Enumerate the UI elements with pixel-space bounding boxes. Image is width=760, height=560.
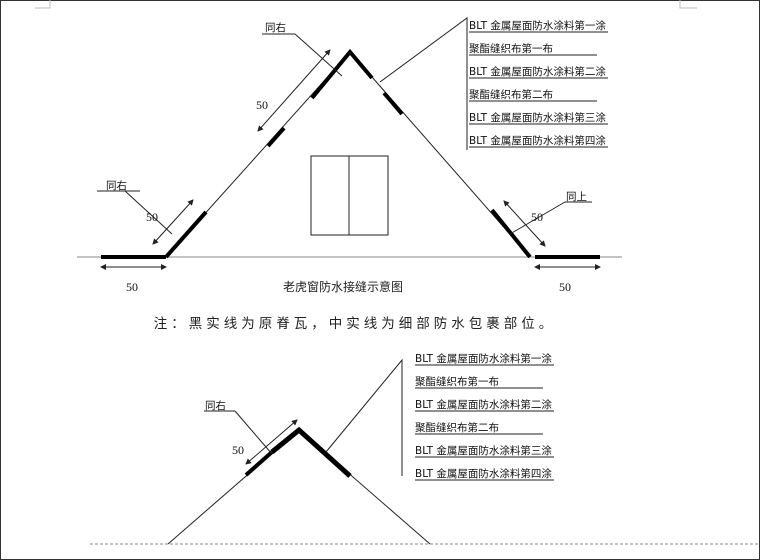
layer-label: BLT 金属屋面防水涂料第一涂 xyxy=(469,19,606,32)
layer-label: 聚酯缝织布第一布 xyxy=(415,375,499,388)
layer-label: BLT 金属屋面防水涂料第三涂 xyxy=(415,444,552,457)
dim-arrow-right-slope xyxy=(503,200,546,247)
ridge-flashing xyxy=(382,91,404,116)
diagram-caption: 老虎窗防水接缝示意图 xyxy=(283,279,403,294)
layer-label: BLT 金属屋面防水涂料第一涂 xyxy=(415,352,552,365)
dim-right-base: 50 xyxy=(559,280,571,294)
corner-mark xyxy=(679,0,697,9)
dim-arrow-left-slope xyxy=(152,199,194,245)
dim-apex: 50 xyxy=(256,98,268,112)
layer-label: BLT 金属屋面防水涂料第四涂 xyxy=(469,134,606,147)
label-leader xyxy=(294,33,343,77)
dim-left-slope: 50 xyxy=(146,210,158,224)
roof-outline xyxy=(167,429,431,545)
dim-right-slope: 50 xyxy=(531,210,543,224)
layer-label: BLT 金属屋面防水涂料第二涂 xyxy=(469,65,606,78)
note-text: 注：黑实线为原脊瓦，中实线为细部防水包裹部位。 xyxy=(154,316,557,332)
slope-flashing xyxy=(244,450,274,477)
layer-label: 聚酯缝织布第一布 xyxy=(469,42,553,55)
layer-label: BLT 金属屋面防水涂料第四涂 xyxy=(415,467,552,480)
layers-leader xyxy=(325,358,403,476)
dim-arrow-apex xyxy=(245,419,298,465)
left-slope-flashing xyxy=(164,210,208,259)
ridge-flashing xyxy=(310,48,374,100)
layer-label: BLT 金属屋面防水涂料第二涂 xyxy=(415,398,552,411)
label-left: 同右 xyxy=(106,179,127,192)
slope-flashing xyxy=(266,126,286,148)
dim-left-base: 50 xyxy=(126,280,138,294)
label-right: 同上 xyxy=(566,191,587,203)
dim-arrow-apex xyxy=(257,49,331,132)
layers-leader xyxy=(379,17,468,150)
layer-label: 聚酯缝织布第二布 xyxy=(415,421,499,434)
layer-label: 聚酯缝织布第二布 xyxy=(469,88,553,101)
label-apex: 同右 xyxy=(205,399,226,412)
dim-apex: 50 xyxy=(232,443,244,457)
label-apex: 同右 xyxy=(265,21,286,34)
layer-label: BLT 金属屋面防水涂料第三涂 xyxy=(469,111,606,124)
corner-mark xyxy=(35,0,51,9)
roof-outline xyxy=(165,51,531,258)
